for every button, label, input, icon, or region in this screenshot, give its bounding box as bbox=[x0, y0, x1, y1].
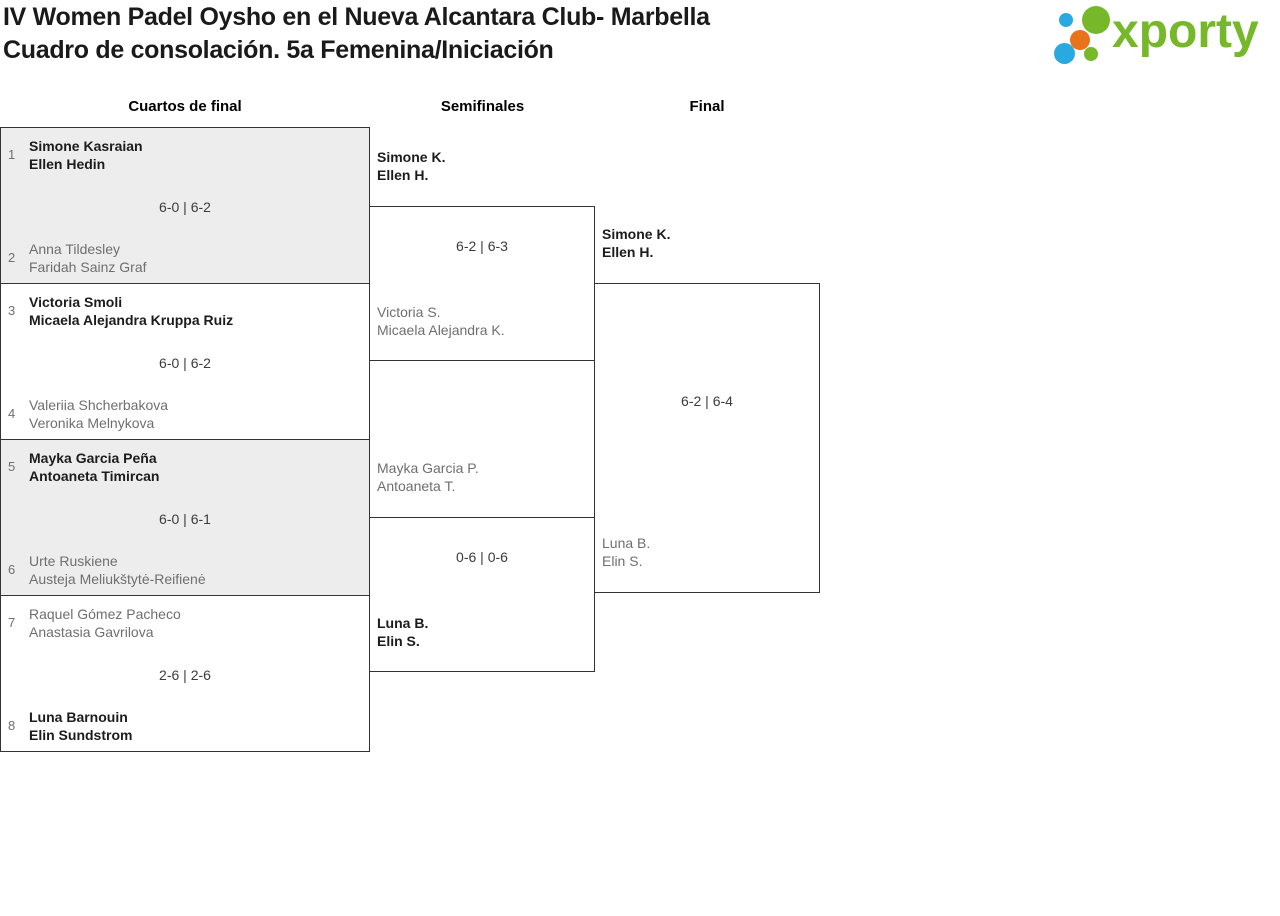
player-name: Simone Kasraian bbox=[29, 138, 143, 154]
player-name: Mayka Garcia Peña bbox=[29, 450, 157, 466]
seed-number: 7 bbox=[8, 615, 16, 630]
team-names: Mayka Garcia P. Antoaneta T. bbox=[377, 459, 479, 495]
player-name: Luna B. bbox=[602, 535, 651, 551]
logo-wordmark: xporty bbox=[1112, 5, 1259, 58]
team-names: Raquel Gómez Pacheco Anastasia Gavrilova bbox=[29, 605, 181, 641]
team-entry: 8 Luna Barnouin Elin Sundstrom bbox=[8, 708, 361, 744]
logo-dot-icon bbox=[1084, 47, 1098, 61]
player-name: Luna Barnouin bbox=[29, 709, 128, 725]
seed-number: 5 bbox=[8, 459, 16, 474]
team-entry: 6 Urte Ruskiene Austeja Meliukštytė-Reif… bbox=[8, 552, 361, 588]
team-entry: 2 Anna Tildesley Faridah Sainz Graf bbox=[8, 240, 361, 276]
match-score: 2-6 | 2-6 bbox=[159, 667, 211, 683]
match-score: 6-2 | 6-4 bbox=[681, 393, 733, 409]
team-names: Anna Tildesley Faridah Sainz Graf bbox=[29, 240, 147, 276]
player-name: Simone K. bbox=[377, 149, 446, 165]
logo-dot-icon bbox=[1059, 13, 1073, 27]
page-title: IV Women Padel Oysho en el Nueva Alcanta… bbox=[3, 1, 710, 67]
final-box bbox=[594, 283, 820, 593]
seed-number: 2 bbox=[8, 250, 16, 265]
match-score: 6-0 | 6-2 bbox=[159, 199, 211, 215]
team-entry: 7 Raquel Gómez Pacheco Anastasia Gavrilo… bbox=[8, 605, 361, 641]
player-name: Ellen Hedin bbox=[29, 156, 106, 172]
player-name: Ellen H. bbox=[377, 167, 429, 183]
player-name: Austeja Meliukštytė-Reifienė bbox=[29, 571, 206, 587]
team-names: Mayka Garcia Peña Antoaneta Timircan bbox=[29, 449, 159, 485]
team-names: Luna B. Elin S. bbox=[377, 614, 428, 650]
seed-number: 4 bbox=[8, 406, 16, 421]
quarterfinal-match-1: 1 Simone Kasraian Ellen Hedin 6-0 | 6-2 … bbox=[0, 127, 370, 284]
player-name: Micaela Alejandra Kruppa Ruiz bbox=[29, 312, 234, 328]
player-name: Mayka Garcia P. bbox=[377, 460, 479, 476]
quarterfinal-match-2: 3 Victoria Smoli Micaela Alejandra Krupp… bbox=[0, 283, 370, 440]
match-score: 6-2 | 6-3 bbox=[456, 238, 508, 254]
title-line-1: IV Women Padel Oysho en el Nueva Alcanta… bbox=[3, 3, 710, 31]
player-name: Valeriia Shcherbakova bbox=[29, 397, 169, 413]
team-names: Luna Barnouin Elin Sundstrom bbox=[29, 708, 132, 744]
round-header-final: Final bbox=[689, 98, 725, 115]
player-name: Elin S. bbox=[602, 553, 643, 569]
title-line-2: Cuadro de consolación. 5a Femenina/Inici… bbox=[3, 36, 554, 64]
team-entry: 5 Mayka Garcia Peña Antoaneta Timircan bbox=[8, 449, 361, 485]
team-names: Urte Ruskiene Austeja Meliukštytė-Reifie… bbox=[29, 552, 206, 588]
logo-dot-icon bbox=[1082, 6, 1110, 34]
player-name: Elin Sundstrom bbox=[29, 727, 133, 743]
team-names: Valeriia Shcherbakova Veronika Melnykova bbox=[29, 396, 168, 432]
player-name: Urte Ruskiene bbox=[29, 553, 118, 569]
player-name: Ellen H. bbox=[602, 244, 654, 260]
player-name: Raquel Gómez Pacheco bbox=[29, 606, 181, 622]
team-names: Simone Kasraian Ellen Hedin bbox=[29, 137, 143, 173]
player-name: Faridah Sainz Graf bbox=[29, 259, 147, 275]
team-names: Simone K. Ellen H. bbox=[602, 225, 670, 261]
player-name: Victoria S. bbox=[377, 304, 441, 320]
player-name: Anastasia Gavrilova bbox=[29, 624, 154, 640]
team-names: Victoria S. Micaela Alejandra K. bbox=[377, 303, 505, 339]
logo-dot-icon bbox=[1054, 43, 1075, 64]
team-entry: 3 Victoria Smoli Micaela Alejandra Krupp… bbox=[8, 293, 361, 329]
player-name: Anna Tildesley bbox=[29, 241, 121, 257]
match-score: 0-6 | 0-6 bbox=[456, 549, 508, 565]
quarterfinal-match-3: 5 Mayka Garcia Peña Antoaneta Timircan 6… bbox=[0, 439, 370, 596]
player-name: Micaela Alejandra K. bbox=[377, 322, 505, 338]
team-entry: 4 Valeriia Shcherbakova Veronika Melnyko… bbox=[8, 396, 361, 432]
seed-number: 1 bbox=[8, 147, 16, 162]
semifinal-2-box bbox=[369, 517, 595, 672]
logo-dot-icon bbox=[1070, 30, 1090, 50]
team-names: Simone K. Ellen H. bbox=[377, 148, 445, 184]
seed-number: 8 bbox=[8, 718, 16, 733]
player-name: Elin S. bbox=[377, 633, 420, 649]
quarterfinal-match-4: 7 Raquel Gómez Pacheco Anastasia Gavrilo… bbox=[0, 595, 370, 752]
player-name: Veronika Melnykova bbox=[29, 415, 155, 431]
xporty-logo[interactable]: xporty bbox=[1050, 0, 1280, 70]
team-names: Luna B. Elin S. bbox=[602, 534, 650, 570]
player-name: Simone K. bbox=[602, 226, 671, 242]
match-score: 6-0 | 6-2 bbox=[159, 355, 211, 371]
player-name: Antoaneta Timircan bbox=[29, 468, 160, 484]
seed-number: 6 bbox=[8, 562, 16, 577]
match-score: 6-0 | 6-1 bbox=[159, 511, 211, 527]
round-header-cuartos: Cuartos de final bbox=[128, 98, 242, 115]
team-names: Victoria Smoli Micaela Alejandra Kruppa … bbox=[29, 293, 233, 329]
player-name: Antoaneta T. bbox=[377, 478, 456, 494]
player-name: Luna B. bbox=[377, 615, 429, 631]
player-name: Victoria Smoli bbox=[29, 294, 123, 310]
round-header-semifinales: Semifinales bbox=[440, 98, 525, 115]
seed-number: 3 bbox=[8, 303, 16, 318]
team-entry: 1 Simone Kasraian Ellen Hedin bbox=[8, 137, 361, 173]
